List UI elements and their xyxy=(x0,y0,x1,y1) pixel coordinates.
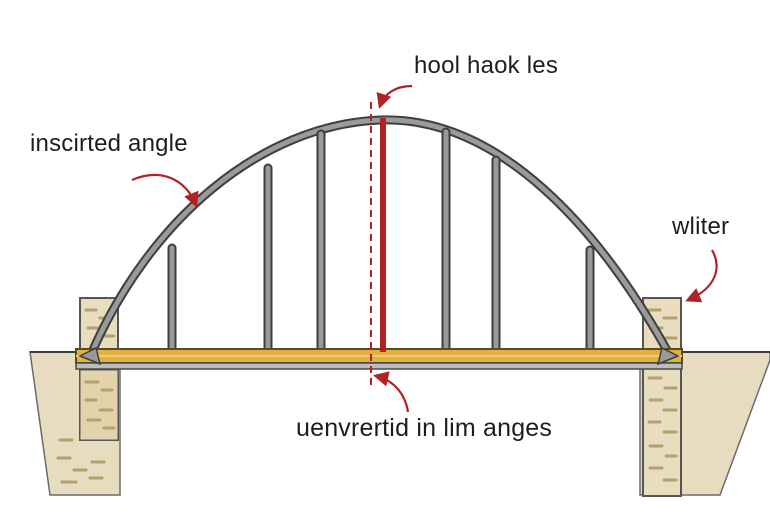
bridge-deck xyxy=(75,346,683,370)
label-right: wliter xyxy=(672,213,730,240)
label-bottom: uenvrertid in lim anges xyxy=(296,414,553,442)
right-abutment xyxy=(642,297,682,497)
vertical-posts xyxy=(167,127,595,357)
label-left: inscirted angle xyxy=(30,130,188,157)
label-top: hool haok les xyxy=(414,52,559,79)
arrow-left xyxy=(131,173,199,208)
arrow-right xyxy=(685,249,718,303)
arrow-bottom xyxy=(373,371,410,413)
center-line xyxy=(370,102,386,385)
arrow-top xyxy=(376,84,413,109)
